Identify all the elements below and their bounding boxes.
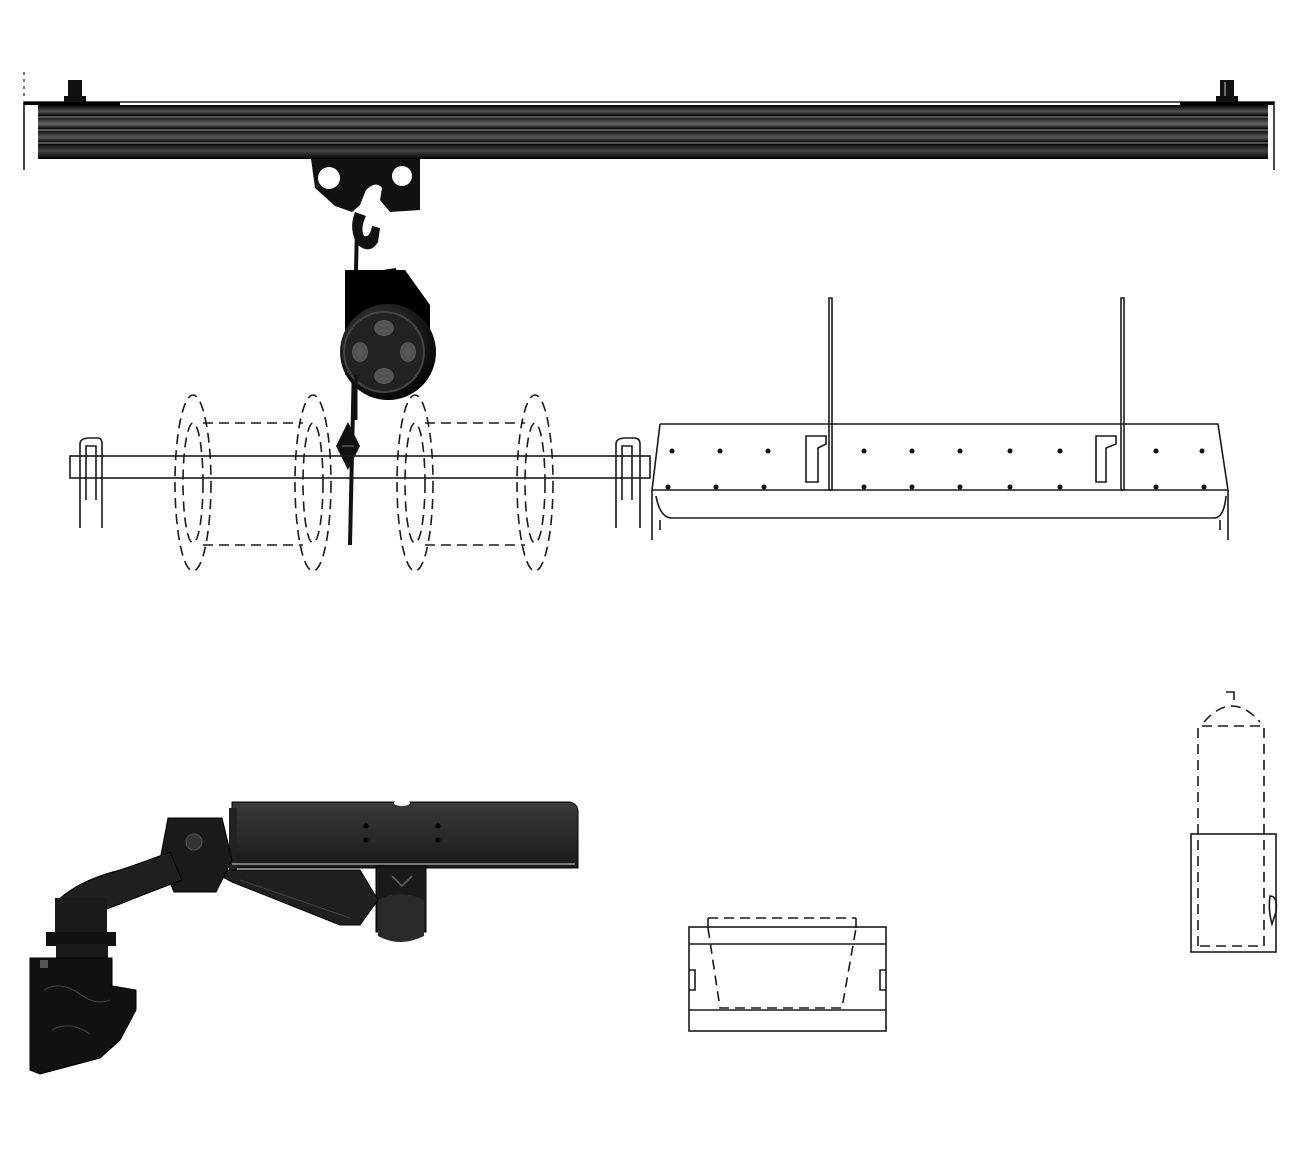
knob-icon	[64, 80, 86, 102]
top-rail	[23, 72, 1275, 170]
spool-icon	[396, 394, 554, 572]
hook-icon	[311, 159, 420, 250]
spool-icon	[174, 394, 332, 572]
bin-icon	[688, 917, 887, 1032]
weight-icon	[336, 422, 360, 470]
pulley-icon	[340, 268, 436, 420]
arm-icon	[29, 800, 579, 1075]
canister-icon	[1190, 691, 1278, 953]
rod-icon	[69, 437, 651, 528]
knob-icon	[1216, 80, 1238, 102]
tray-icon	[651, 297, 1229, 540]
